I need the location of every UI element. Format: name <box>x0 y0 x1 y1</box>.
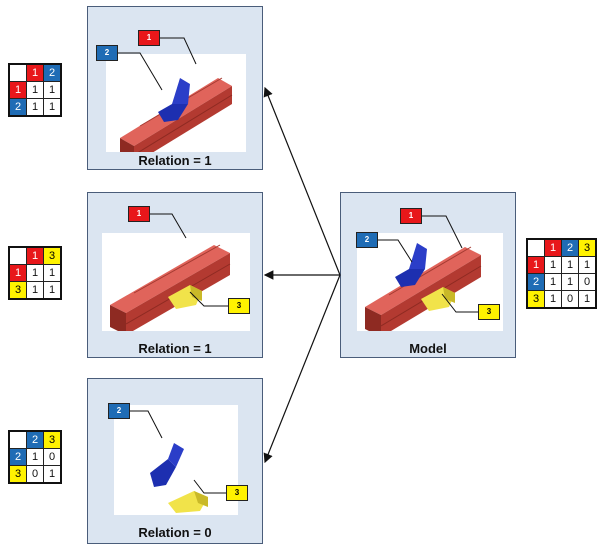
relation-caption-bottom: Relation = 0 <box>138 525 212 540</box>
leader-line <box>130 410 163 439</box>
matrix-row-header: 1 <box>8 264 27 282</box>
arrow-to-top <box>263 86 341 276</box>
matrix-cell: 0 <box>43 448 62 466</box>
beam-with-bracket-drawing <box>120 77 233 164</box>
part-tag-2: 2 <box>356 232 378 248</box>
matrix-cell: 1 <box>43 465 62 484</box>
matrix-row-header: 1 <box>8 81 27 99</box>
leader-line <box>378 239 413 263</box>
matrix-cell: 0 <box>578 273 597 291</box>
matrix-row-header: 2 <box>8 448 27 466</box>
matrix-corner <box>8 63 27 82</box>
matrix-row-header: 2 <box>526 273 545 291</box>
matrix-corner <box>8 430 27 449</box>
matrix-header: 2 <box>561 238 579 257</box>
relation-matrix-bottom: 2 3 2 1 0 3 0 1 <box>8 430 62 484</box>
matrix-corner <box>8 246 27 265</box>
leader-line <box>160 37 197 65</box>
relation-matrix-middle: 1 3 1 1 1 3 1 1 <box>8 246 62 300</box>
matrix-header: 2 <box>26 430 44 449</box>
full-assembly-drawing <box>365 243 482 337</box>
part-tag-2: 2 <box>96 45 118 61</box>
arrow-to-bottom <box>263 274 341 464</box>
matrix-cell: 1 <box>26 264 44 282</box>
part-tag-1: 1 <box>128 206 150 222</box>
matrix-cell: 1 <box>561 273 579 291</box>
matrix-row-header: 1 <box>526 256 545 274</box>
assembly-image-model <box>357 233 503 337</box>
matrix-cell: 1 <box>544 273 562 291</box>
matrix-row-header: 3 <box>8 281 27 300</box>
leader-line <box>441 293 478 313</box>
part-tag-2: 2 <box>108 403 130 419</box>
matrix-cell: 1 <box>26 281 44 300</box>
matrix-header: 1 <box>26 63 44 82</box>
part-tag-1: 1 <box>400 208 422 224</box>
leader-line <box>150 213 187 239</box>
relation-matrix-top: 1 2 1 1 1 2 1 1 <box>8 63 62 117</box>
matrix-corner <box>526 238 545 257</box>
matrix-header: 2 <box>43 63 62 82</box>
part-tag-1: 1 <box>138 30 160 46</box>
matrix-cell: 1 <box>43 264 62 282</box>
matrix-cell: 1 <box>43 98 62 117</box>
model-caption: Model <box>409 341 447 356</box>
part-tag-3: 3 <box>478 304 500 320</box>
relation-caption-middle: Relation = 1 <box>138 341 212 356</box>
matrix-cell: 0 <box>26 465 44 484</box>
matrix-header: 3 <box>43 246 62 265</box>
leader-line <box>422 215 463 249</box>
matrix-cell: 1 <box>26 81 44 99</box>
matrix-header: 1 <box>26 246 44 265</box>
matrix-header: 1 <box>544 238 562 257</box>
matrix-cell: 1 <box>544 290 562 309</box>
matrix-cell: 1 <box>578 256 597 274</box>
panel-model: Model <box>340 192 516 358</box>
leader-line <box>189 291 228 307</box>
beam-with-bracket-drawing <box>110 244 231 335</box>
relation-caption-top: Relation = 1 <box>138 153 212 168</box>
part-tag-3: 3 <box>228 298 250 314</box>
matrix-cell: 1 <box>43 81 62 99</box>
assembly-image-top <box>106 54 246 164</box>
assembly-image-middle <box>102 233 250 335</box>
matrix-cell: 1 <box>544 256 562 274</box>
matrix-header: 3 <box>43 430 62 449</box>
matrix-row-header: 3 <box>8 465 27 484</box>
relation-matrix-model: 1 2 3 1 1 1 1 2 1 1 0 3 1 0 1 <box>526 238 597 309</box>
panel-relation-top: Relation = 1 <box>87 6 263 170</box>
matrix-cell: 1 <box>578 290 597 309</box>
matrix-cell: 1 <box>561 256 579 274</box>
matrix-cell: 1 <box>26 98 44 117</box>
part-tag-3: 3 <box>226 485 248 501</box>
brackets-drawing <box>150 443 208 513</box>
leader-line <box>118 52 163 91</box>
matrix-header: 3 <box>578 238 597 257</box>
assembly-image-bottom <box>114 405 238 515</box>
matrix-cell: 1 <box>43 281 62 300</box>
leader-line <box>193 479 226 494</box>
matrix-cell: 0 <box>561 290 579 309</box>
panel-relation-middle: Relation = 1 <box>87 192 263 358</box>
matrix-cell: 1 <box>26 448 44 466</box>
matrix-row-header: 3 <box>526 290 545 309</box>
matrix-row-header: 2 <box>8 98 27 117</box>
